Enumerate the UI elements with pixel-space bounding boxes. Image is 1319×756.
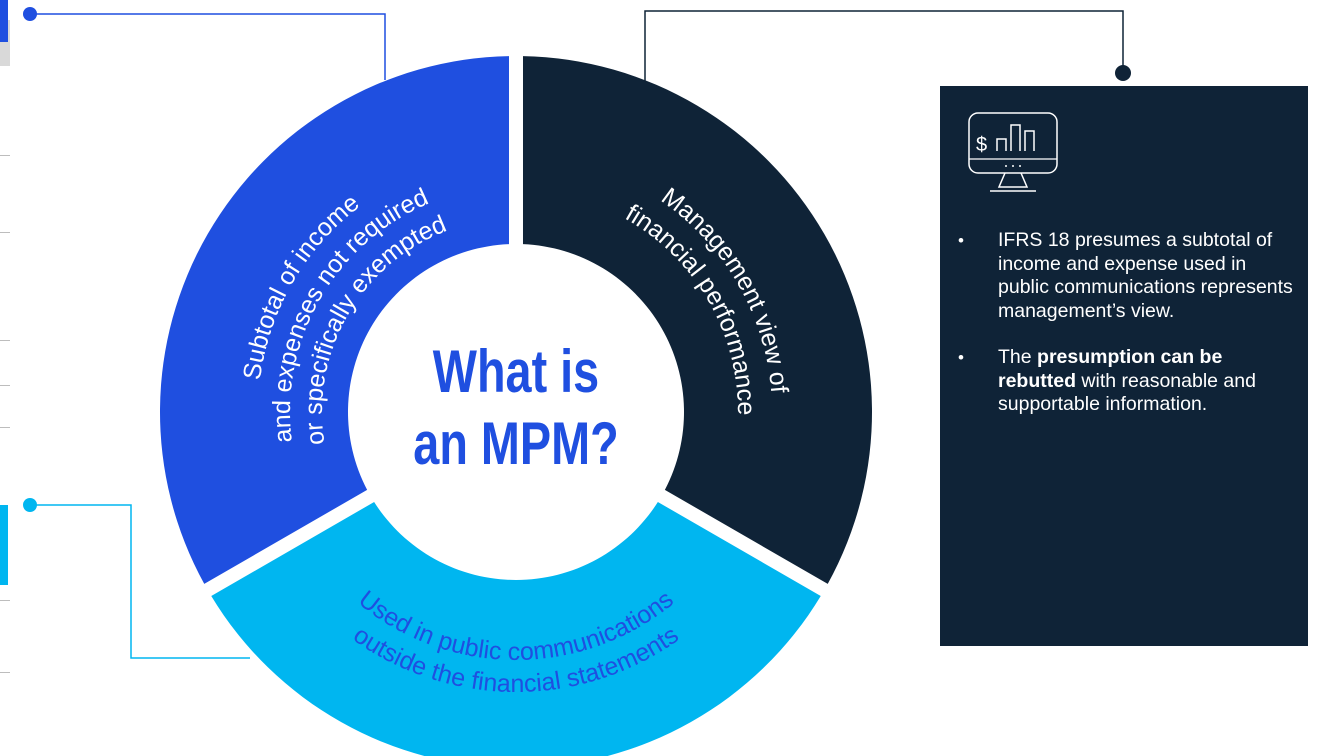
connector-line-top-right — [644, 10, 1124, 85]
left-edge-strip — [0, 20, 10, 66]
left-edge-divider — [0, 427, 10, 428]
left-edge-divider — [0, 600, 10, 601]
segment-subtotal-income-expenses — [159, 56, 510, 584]
info-bullet-2-prefix: The — [998, 346, 1038, 368]
connector-line-top-left — [30, 13, 386, 80]
connector-dot-top-right — [1115, 65, 1131, 81]
center-title-line-2: an MPM? — [413, 410, 618, 477]
left-edge-divider — [0, 672, 10, 673]
left-edge-divider — [0, 155, 10, 156]
center-title-line-1: What is — [433, 338, 599, 405]
donut-ring — [159, 56, 873, 756]
info-bullet-2-bold: presumption can be rebutted — [998, 346, 1223, 392]
segment-public-communications — [211, 501, 821, 756]
left-edge-divider — [0, 385, 10, 386]
connector-line-bottom-left — [30, 504, 250, 659]
info-bullet-2: The presumption can be rebutted with rea… — [958, 346, 1298, 417]
left-edge-strip-blue — [0, 0, 8, 42]
info-bullet-2-suffix: with reasonable and supportable informat… — [998, 369, 1256, 416]
left-edge-divider — [0, 232, 10, 233]
info-bullet-1: IFRS 18 presumes a subtotal of income an… — [958, 229, 1298, 323]
segment-management-view — [522, 56, 873, 584]
svg-text:$: $ — [976, 134, 987, 156]
info-bullet-list: IFRS 18 presumes a subtotal of income an… — [958, 229, 1298, 417]
connector-dot-bottom-left — [23, 498, 37, 512]
monitor-dollar-chart-icon: $ — [968, 112, 1058, 192]
connector-dot-top-left — [23, 7, 37, 21]
left-edge-divider — [0, 340, 10, 341]
left-edge-strip-sky — [0, 505, 8, 585]
info-bullet-1-text: IFRS 18 presumes a subtotal of income an… — [998, 229, 1293, 322]
